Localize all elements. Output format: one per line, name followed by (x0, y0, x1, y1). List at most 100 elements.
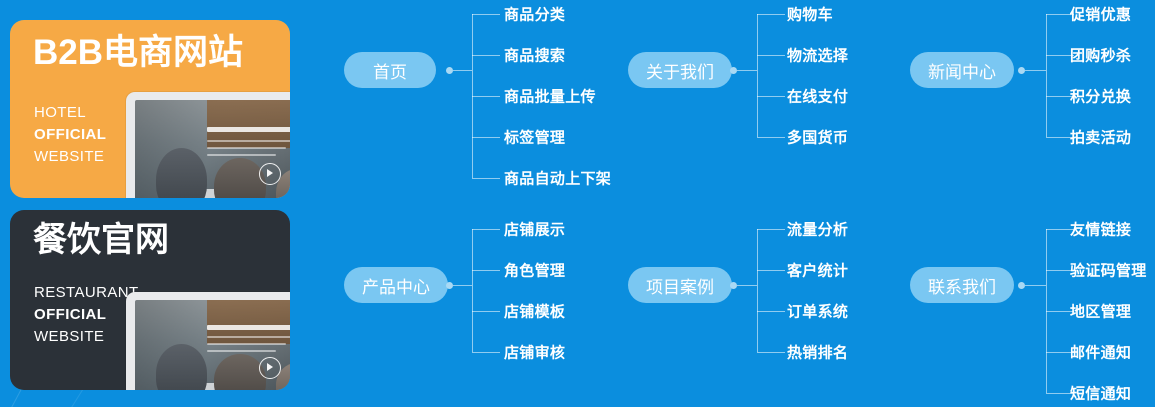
connector-stem (737, 70, 757, 71)
screen-text-line (207, 349, 277, 352)
leaf-item[interactable]: 店铺展示 (504, 221, 566, 239)
leaf-item[interactable]: 购物车 (787, 6, 833, 24)
leaf-item[interactable]: 短信通知 (1070, 385, 1132, 403)
connector-dot (1018, 67, 1025, 74)
connector-stem (453, 285, 472, 286)
screen-text-line (207, 146, 287, 149)
node-label: 产品中心 (362, 277, 430, 297)
leaf-item[interactable]: 商品搜索 (504, 47, 566, 65)
screen-text-line (207, 336, 290, 339)
promo-card-title: B2B电商网站 (33, 33, 244, 72)
leaf-item[interactable]: 友情链接 (1070, 221, 1132, 239)
promo-card-subtitle-line-2: OFFICIAL (34, 126, 107, 143)
connector-spine (757, 14, 758, 137)
connector-twig (472, 229, 500, 230)
leaf-item[interactable]: 积分兑换 (1070, 88, 1132, 106)
connector-twig (472, 137, 500, 138)
connector-twig (472, 178, 500, 179)
leaf-item[interactable]: 店铺审核 (504, 344, 566, 362)
connector-twig (757, 229, 785, 230)
promo-card-subtitle: HOTEL OFFICIAL WEBSITE (34, 102, 106, 168)
promo-card-subtitle-line-1: RESTAURANT (34, 284, 139, 301)
leaf-item[interactable]: 邮件通知 (1070, 344, 1132, 362)
node-label: 联系我们 (928, 277, 996, 297)
connector-twig (757, 311, 785, 312)
leaf-item[interactable]: 地区管理 (1070, 303, 1132, 321)
node-label: 首页 (373, 62, 407, 82)
connector-twig (757, 270, 785, 271)
leaf-item[interactable]: 角色管理 (504, 262, 566, 280)
leaf-item[interactable]: 流量分析 (787, 221, 849, 239)
node-contact-us[interactable]: 联系我们 (910, 267, 1014, 303)
leaf-item[interactable]: 促销优惠 (1070, 6, 1132, 24)
device-mockup-image (126, 292, 290, 390)
leaf-item[interactable]: 物流选择 (787, 47, 849, 65)
node-product-center[interactable]: 产品中心 (344, 267, 448, 303)
promo-card-subtitle-line-2: OFFICIAL (34, 306, 107, 323)
connector-twig (1046, 270, 1074, 271)
leaf-item[interactable]: 团购秒杀 (1070, 47, 1132, 65)
connector-twig (757, 137, 785, 138)
connector-dot (446, 67, 453, 74)
connector-dot (1018, 282, 1025, 289)
connector-spine (757, 229, 758, 352)
connector-spine (1046, 14, 1047, 137)
device-screen (135, 300, 290, 390)
leaf-item[interactable]: 在线支付 (787, 88, 849, 106)
leaf-item[interactable]: 订单系统 (787, 303, 849, 321)
person-figure (214, 158, 266, 198)
device-screen (135, 100, 290, 198)
connector-stem (1025, 70, 1046, 71)
node-about-us[interactable]: 关于我们 (628, 52, 732, 88)
node-label: 项目案例 (646, 277, 714, 297)
promo-card-subtitle-line-3: WEBSITE (34, 148, 105, 165)
connector-twig (757, 55, 785, 56)
node-news-center[interactable]: 新闻中心 (910, 52, 1014, 88)
connector-twig (1046, 229, 1074, 230)
promo-card-restaurant-official[interactable]: 餐饮官网 RESTAURANT OFFICIAL WEBSITE (10, 210, 290, 390)
leaf-item[interactable]: 标签管理 (504, 129, 566, 147)
connector-twig (472, 270, 500, 271)
connector-twig (472, 14, 500, 15)
promo-card-subtitle-line-1: HOTEL (34, 104, 87, 121)
promo-card-title: 餐饮官网 (33, 221, 169, 259)
connector-twig (472, 352, 500, 353)
promo-card-subtitle-line-3: WEBSITE (34, 328, 105, 345)
leaf-item[interactable]: 拍卖活动 (1070, 129, 1132, 147)
node-label: 新闻中心 (928, 62, 996, 82)
connector-stem (453, 70, 472, 71)
connector-twig (1046, 352, 1074, 353)
connector-twig (472, 311, 500, 312)
promo-card-b2b-ecommerce[interactable]: B2B电商网站 HOTEL OFFICIAL WEBSITE (10, 20, 290, 198)
device-mockup-image (126, 92, 290, 198)
leaf-item[interactable]: 商品自动上下架 (504, 170, 612, 188)
screen-headline-bar (207, 127, 290, 133)
connector-twig (1046, 55, 1074, 56)
play-icon[interactable] (259, 356, 282, 379)
person-figure (214, 353, 266, 390)
leaf-item[interactable]: 多国货币 (787, 129, 849, 147)
connector-twig (757, 352, 785, 353)
screen-text-line (207, 343, 287, 346)
connector-twig (472, 55, 500, 56)
play-icon[interactable] (259, 163, 282, 186)
connector-twig (1046, 137, 1074, 138)
connector-twig (1046, 311, 1074, 312)
connector-twig (757, 14, 785, 15)
node-project-cases[interactable]: 项目案例 (628, 267, 732, 303)
leaf-item[interactable]: 客户统计 (787, 262, 849, 280)
leaf-item[interactable]: 商品批量上传 (504, 88, 596, 106)
leaf-item[interactable]: 热销排名 (787, 344, 849, 362)
connector-twig (472, 96, 500, 97)
node-label: 关于我们 (646, 62, 714, 82)
leaf-item[interactable]: 验证码管理 (1070, 262, 1147, 280)
leaf-item[interactable]: 商品分类 (504, 6, 566, 24)
connector-stem (737, 285, 757, 286)
connector-twig (1046, 393, 1074, 394)
node-home[interactable]: 首页 (344, 52, 436, 88)
connector-dot (730, 67, 737, 74)
leaf-item[interactable]: 店铺模板 (504, 303, 566, 321)
connector-twig (757, 96, 785, 97)
screen-headline-bar (207, 324, 290, 330)
